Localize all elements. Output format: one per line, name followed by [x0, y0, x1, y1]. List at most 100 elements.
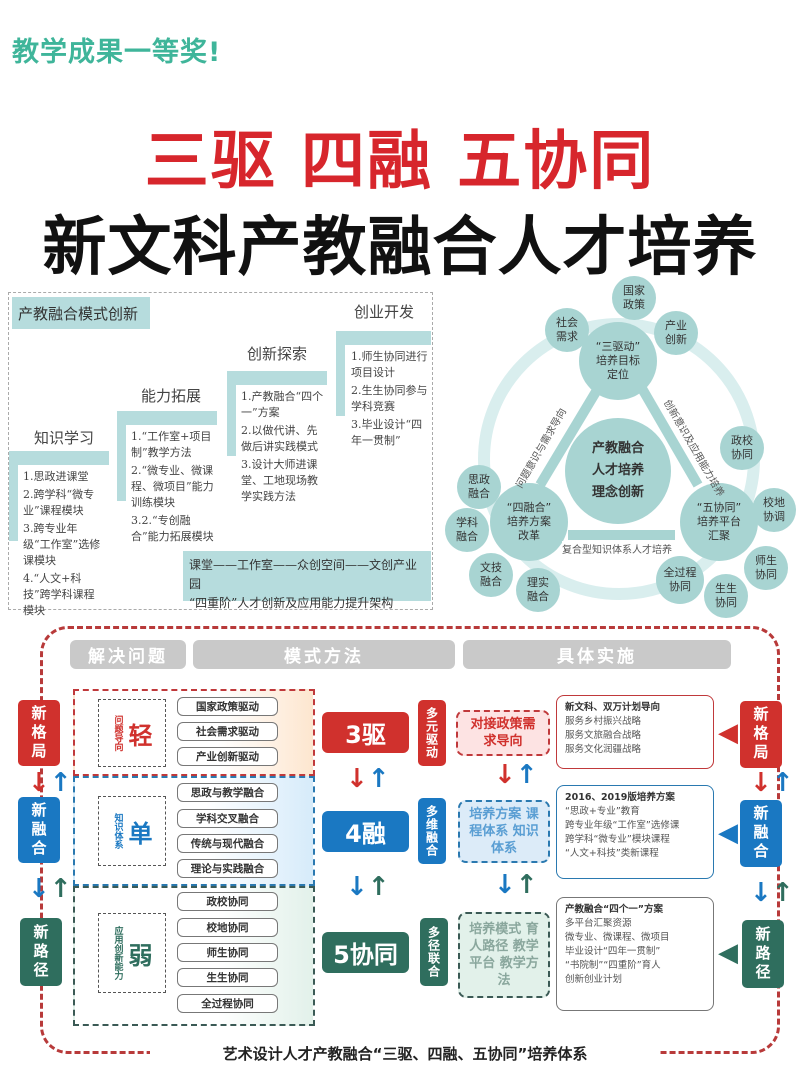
method-item: 全过程协同 [177, 994, 278, 1013]
satellite: 理实融合 [516, 568, 560, 612]
satellite: 思政融合 [457, 465, 501, 509]
node-text: 培养方案 [507, 515, 551, 528]
step-items-1: 1.思政进课堂 2.跨学科“微专业”课程模块 3.跨专业年级“工作室”选修课模块… [23, 469, 103, 621]
staircase-footer: 课堂——工作室——众创空间——文创产业园 “四重阶”人才创新及应用能力提升架构 [183, 551, 431, 610]
step-item: 2.以做代讲、先做后讲实践模式 [241, 424, 318, 453]
method-item: 社会需求驱动 [177, 722, 278, 741]
header-problems: 解决问题 [70, 640, 186, 669]
step-label-3: 创新探索 [247, 345, 308, 363]
detail-line: 创新创业计划 [565, 974, 623, 985]
detail-title: 产教融合“四个一”方案 [565, 904, 663, 915]
method-item: 理论与实践融合 [177, 859, 278, 878]
step-post-1 [9, 451, 18, 541]
staircase-panel: 产教融合模式创新 知识学习 能力拓展 创新探索 创业开发 1.思政进课堂 2.跨… [8, 292, 433, 617]
caption-bg [150, 1040, 660, 1064]
arrow-left-icon: ◀ [718, 718, 738, 748]
node-text: 培养目标 [596, 354, 640, 367]
satellite: 全过程协同 [656, 556, 704, 604]
node-text: “五协同” [696, 501, 742, 514]
step-label-1: 知识学习 [34, 429, 95, 447]
tag-new-path-left: 新路径 [20, 918, 62, 986]
step-item: 2.生生协同参与学科竞赛 [351, 384, 428, 413]
detail-line: 毕业设计“四年一贯制” [565, 946, 661, 957]
problem-key: 轻 [128, 721, 153, 750]
detail-line: “思政+专业”教育 [565, 806, 640, 817]
node-three-drive: “三驱动”培养目标定位 [579, 322, 657, 400]
step-item: 1.师生协同进行项目设计 [351, 350, 428, 379]
method-item: 学科交叉融合 [177, 809, 278, 828]
problem-label-1: 问题导向 轻 [98, 699, 166, 767]
method-item: 校地协同 [177, 918, 278, 937]
swap-arrow-icon: ↓↑ [750, 878, 794, 908]
step-item: 2.“微专业、微课程、微项目”能力训练模块 [131, 464, 214, 509]
node-five-synergy: “五协同”培养平台汇聚 [680, 483, 758, 561]
satellite: 师生协同 [744, 546, 788, 590]
title-line1: 三驱 四融 五协同 [144, 125, 656, 199]
step-bar-4 [336, 331, 431, 345]
node-text: 定位 [607, 368, 629, 381]
bubble-policy: 对接政策需求导向 [456, 710, 550, 756]
system-caption: 艺术设计人才产教融合“三驱、四融、五协同”培养体系 [222, 1045, 588, 1063]
arrow-right [635, 382, 703, 488]
tag-multi-fusion: 多维融合 [418, 798, 446, 864]
step-item: 1.产教融合“四个一”方案 [241, 390, 324, 419]
detail-line: 多平台汇聚资源 [565, 918, 632, 929]
detail-line: “书院制”“四重阶”育人 [565, 960, 661, 971]
tag-new-path-right: 新路径 [742, 920, 784, 988]
arrow-left-icon: ◀ [718, 938, 738, 968]
title-line2: 新文科产教融合人才培养 [42, 211, 758, 285]
step-items-2: 1.“工作室+项目制”教学方法 2.“微专业、微课程、微项目”能力训练模块 3.… [131, 429, 217, 547]
method-item: 国家政策驱动 [177, 697, 278, 716]
center-text: 人才培养 [591, 463, 644, 478]
detail-box-1: 新文科、双万计划导向 服务乡村振兴战略 服务文旅融合战略 服务文化润疆战略 [556, 695, 714, 769]
step-items-4: 1.师生协同进行项目设计 2.生生协同参与学科竞赛 3.毕业设计“四年一贯制” [351, 349, 431, 451]
tag-new-pattern-right: 新格局 [740, 701, 782, 768]
step-item: 4.“人文+科技”跨学科课程模块 [23, 572, 95, 617]
step-post-3 [227, 371, 236, 456]
node-four-fusion: “四融合”培养方案改革 [490, 483, 568, 561]
arrow-left [535, 382, 605, 488]
detail-box-3: 产教融合“四个一”方案 多平台汇聚资源 微专业、微课程、微项目 毕业设计“四年一… [556, 897, 714, 1011]
detail-title: 2016、2019版培养方案 [565, 792, 675, 803]
footer-line1: 课堂——工作室——众创空间——文创产业园 [189, 558, 418, 591]
problem-key: 单 [128, 819, 153, 848]
step-item: 3.设计大师进课堂、工地现场教学实践方法 [241, 458, 318, 503]
step-label-2: 能力拓展 [141, 387, 202, 405]
center-text: 理念创新 [591, 485, 644, 500]
tag-multi-path: 多径联合 [420, 918, 448, 986]
tag-multi-drive: 多元驱动 [418, 700, 446, 766]
tag-new-pattern-left: 新格局 [18, 700, 60, 766]
satellite: 政校协同 [720, 426, 764, 470]
method-item: 师生协同 [177, 943, 278, 962]
problem-key: 弱 [128, 941, 153, 970]
step-bar-2 [117, 411, 217, 425]
step-item: 1.思政进课堂 [23, 470, 89, 483]
step-bar-3 [227, 371, 327, 385]
arrow-bottom-label: 复合型知识体系人才培养 [562, 541, 672, 556]
satellite: 产业创新 [654, 311, 698, 355]
header-methods: 模式方法 [193, 640, 455, 669]
tag-new-fusion-left: 新融合 [18, 797, 60, 863]
detail-line: 服务文旅融合战略 [565, 730, 642, 741]
staircase-title: 产教融合模式创新 [12, 297, 150, 329]
tag-new-fusion-right: 新融合 [740, 800, 782, 867]
result-3-drive: 3驱 [322, 712, 409, 753]
detail-line: 微专业、微课程、微项目 [565, 932, 670, 943]
step-item: 3.2.“专创融合”能力拓展模块 [131, 514, 214, 543]
satellite: 国家政策 [612, 276, 656, 320]
detail-line: “人文+科技”类新课程 [565, 848, 659, 859]
node-text: 培养平台 [697, 515, 741, 528]
bubble-program: 培养方案 课程体系 知识体系 [458, 800, 550, 863]
swap-arrow-icon: ↓↑ [28, 768, 72, 798]
satellite: 校地协调 [752, 488, 796, 532]
step-item: 1.“工作室+项目制”教学方法 [131, 430, 212, 459]
swap-arrow-icon: ↓↑ [28, 874, 72, 904]
step-post-4 [336, 331, 345, 416]
detail-line: 跨专业年级“工作室”选修课 [565, 820, 680, 831]
step-items-3: 1.产教融合“四个一”方案 2.以做代讲、先做后讲实践模式 3.设计大师进课堂、… [241, 389, 327, 507]
swap-arrow-icon: ↓↑ [750, 768, 794, 798]
method-item: 生生协同 [177, 968, 278, 987]
node-text: “四融合” [506, 501, 552, 514]
problem-side: 知识体系 [112, 813, 123, 849]
method-item: 产业创新驱动 [177, 747, 278, 766]
